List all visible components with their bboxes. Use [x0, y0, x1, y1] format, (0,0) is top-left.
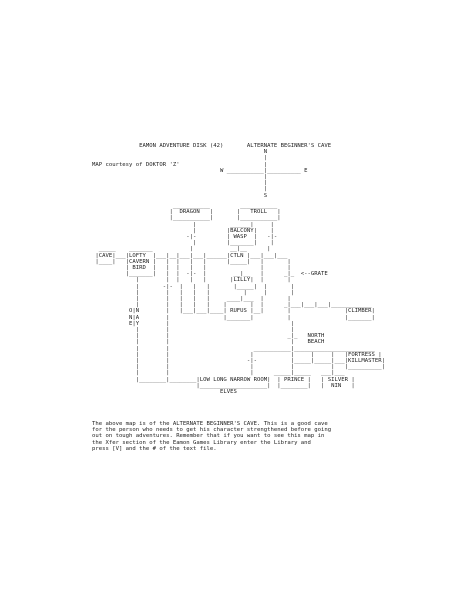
map-line: | BIRD | | | | | | |	[92, 265, 291, 272]
map-line: |___________| |___________|	[92, 215, 281, 222]
map-line: | | | | | |LILLY| | |	[92, 277, 291, 284]
map-line: | |BALCONY| |	[92, 227, 274, 234]
header-line: MAP courtesy of DOKTOR 'Z' |	[92, 161, 268, 168]
header-line: S	[92, 192, 268, 199]
map-line: | DRAGON | | TROLL |	[92, 209, 281, 216]
map-line: | ______| |	[92, 221, 274, 228]
header-line: |	[92, 186, 268, 193]
map-line: | | | | | |__________|	[92, 364, 385, 371]
map-line: | | _|_ NORTH	[92, 333, 325, 340]
map-line: | | | | | | | |	[92, 289, 295, 296]
caption-line: the Xfer section of the Eamon Games Libr…	[92, 439, 311, 446]
map-line: ELVES	[92, 389, 237, 396]
header-line: EAMON ADVENTURE DISK (42) ALTERNATE BEGI…	[92, 143, 332, 149]
map-line: |____| |CAVERN | | | | | |_____| | |	[92, 258, 291, 265]
map-line: | | -|- |_____|_____|___|KILLMASTER|	[92, 358, 385, 365]
map-line: | -|- | | | |_____| | |	[92, 283, 295, 290]
map-caption: The above map is of the ALTERNATE BEGINN…	[92, 421, 331, 452]
header-line: |	[92, 180, 268, 187]
map-line: O|N | |___|___|____| RUFUS |__| | |CLIMB…	[92, 308, 375, 315]
map-line: ___________ ___________	[92, 203, 278, 209]
caption-line: for the person who needs to get his char…	[92, 427, 332, 434]
map-line: | | ___________|________________________	[92, 345, 375, 352]
map-line: | | | | | | |FORTRESS |	[92, 351, 382, 358]
map-line: | | | | | | | | _|___|___|___|__________…	[92, 302, 372, 309]
map-line: |________|________|LOW LONG NARROW ROOM|…	[92, 376, 355, 383]
map-header: EAMON ADVENTURE DISK (42) ALTERNATE BEGI…	[92, 143, 331, 199]
map-line: E|Y | |	[92, 320, 295, 327]
map-line: | | | | | ____|___ | |	[92, 296, 291, 303]
map-line: | | |	[92, 327, 295, 334]
header-line: |	[92, 174, 268, 181]
map-line: N|A | |_______| | |_______|	[92, 314, 375, 321]
header-line: |	[92, 155, 268, 162]
caption-line: out on tough adventures. Remember that i…	[92, 433, 325, 440]
caption-line: The above map is of the ALTERNATE BEGINN…	[92, 421, 328, 427]
map-line: |_______| | | -|- | __|__ | _|_ <--GRATE	[92, 271, 328, 278]
header-line: W ___________|__________ E	[92, 167, 308, 174]
caption-line: press [V] and the # of the text file.	[92, 445, 217, 452]
ascii-cave-map: ___________ ___________ | DRAGON | | TRO…	[92, 203, 385, 395]
map-line: |CAVE|___|LOFTY |___|__|___|___|______|C…	[92, 252, 288, 259]
map-line: | | | _____|_____ ___|___	[92, 370, 345, 377]
map-line: | |_______| |	[92, 240, 274, 247]
header-line: N	[92, 149, 268, 156]
map-line: |____________________| |________| | NIN …	[92, 382, 355, 389]
map-line: | | | BEACH	[92, 339, 325, 346]
map-line: _____ _______ | __|__ |	[92, 246, 271, 253]
map-line: -|- | WASP | -|-	[92, 234, 278, 241]
